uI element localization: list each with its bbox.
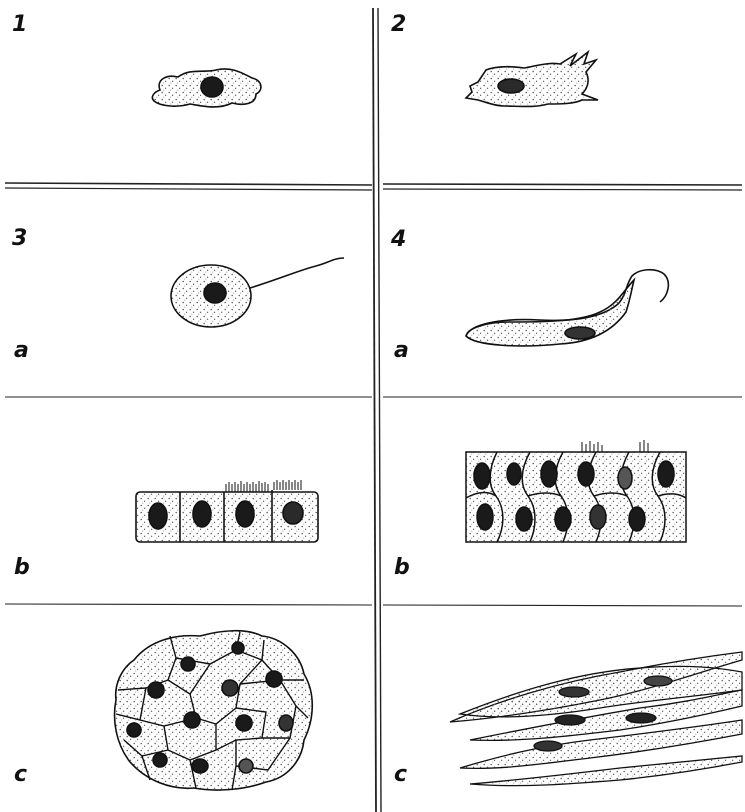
vertical-divider-left (373, 8, 376, 812)
panel-4-number: 4 (391, 229, 406, 251)
panel-4a-elongated-flagellate (466, 270, 668, 346)
horizontal-divider-2a (383, 184, 742, 185)
panel-3-number: 3 (12, 228, 27, 250)
horizontal-divider-6 (383, 605, 742, 606)
panel-1-number: 1 (12, 14, 27, 36)
panel-1-amoeboid-cell (152, 69, 261, 107)
panel-3-sub-c: c (14, 764, 27, 786)
panel-3b-cuboidal-epithelium (136, 480, 318, 542)
horizontal-divider-1b (5, 188, 372, 190)
panel-3a-flagellate-cell (171, 258, 344, 327)
horizontal-divider-2b (383, 189, 742, 190)
panel-4-sub-c: c (394, 764, 407, 786)
vertical-divider-right (378, 8, 381, 812)
horizontal-divider-5 (5, 604, 372, 605)
panel-3c-cell-cluster (115, 631, 313, 790)
panel-2-number: 2 (391, 14, 406, 36)
panel-4b-columnar-epithelium (466, 440, 686, 542)
horizontal-divider-1a (5, 183, 372, 185)
panel-4-sub-b: b (394, 557, 410, 579)
panel-4c-spindle-cells (450, 652, 742, 786)
panel-3-sub-b: b (14, 557, 30, 579)
panel-4-sub-a: a (394, 340, 409, 362)
panel-3-sub-a: a (14, 340, 29, 362)
cilia-tuft (226, 480, 301, 492)
cilia-fringe (582, 440, 648, 452)
panel-2-pseudopod-cell (466, 52, 598, 107)
